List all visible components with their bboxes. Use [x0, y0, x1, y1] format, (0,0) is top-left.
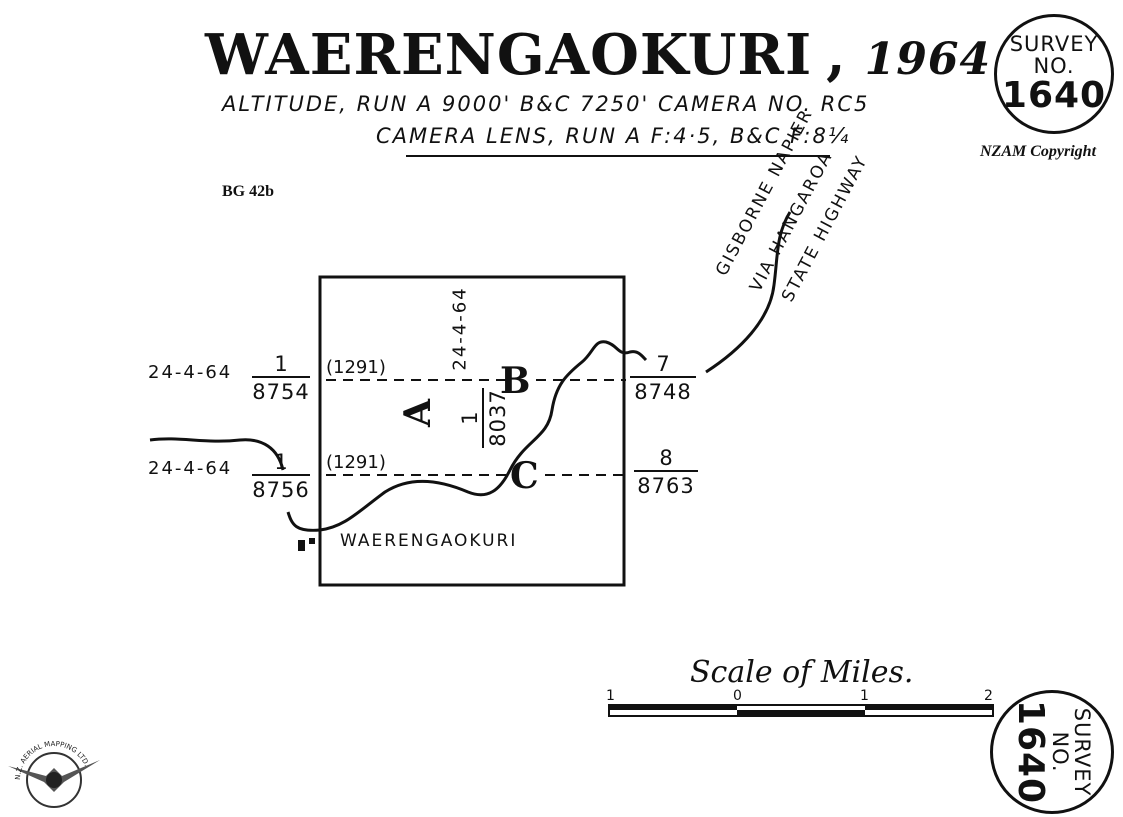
scale-tick-0: 0 [733, 688, 742, 704]
run-c-left-date: 24-4-64 [148, 458, 233, 479]
title-year: 1964 [864, 34, 992, 85]
scale-tick-2: 2 [984, 688, 993, 704]
stamp-bottom-survey: SURVEY [1070, 707, 1094, 797]
survey-stamp-top: SURVEY NO. 1640 [994, 14, 1114, 134]
river-main [286, 340, 648, 532]
altitude-line: ALTITUDE, RUN A 9000' B&C 7250' CAMERA N… [222, 92, 870, 116]
scale-title: Scale of Miles. [690, 655, 914, 690]
run-b-left-date: 24-4-64 [148, 362, 233, 383]
run-a-date: 24-4-64 [449, 286, 471, 371]
survey-mark-1 [298, 540, 305, 551]
stamp-bottom-no: NO. [1048, 731, 1072, 773]
place-label: WAERENGAOKURI [340, 531, 518, 551]
run-a-frac-num: 1 [458, 411, 482, 425]
run-c-right-fraction: 8 8763 [634, 446, 698, 498]
run-b-right-den: 8748 [630, 376, 696, 404]
run-c-left-den: 8756 [252, 474, 310, 502]
copyright-note: NZAM Copyright [980, 143, 1097, 160]
scale-bar-segment-2 [737, 710, 865, 716]
run-a-label: A [396, 399, 439, 427]
stamp-line-no: NO. [1033, 54, 1075, 78]
survey-stamp-bottom: SURVEY NO. 1640 [990, 690, 1114, 814]
aerial-mapping-logo: N.Z. AERIAL MAPPING LTD. [8, 740, 100, 808]
title-separator: , [826, 22, 847, 88]
state-highway-road [705, 211, 792, 374]
scale-bar-segment-3 [865, 705, 993, 710]
run-c-left-num: 1 [274, 450, 288, 474]
scale-tick-1b: 1 [860, 688, 869, 704]
logo-ring [26, 752, 82, 808]
camera-lens-line: CAMERA LENS, RUN A F:4·5, B&C F:8¼ [376, 124, 851, 148]
scale-bar [608, 704, 994, 717]
run-c-paren: (1291) [326, 452, 386, 473]
run-c-label: C [510, 455, 539, 497]
survey-mark-2 [309, 538, 315, 544]
run-b-left-den: 8754 [252, 376, 310, 404]
run-c-right-num: 8 [659, 446, 673, 470]
scale-bar-segment-1 [609, 705, 737, 710]
stamp-bottom-number: 1640 [1010, 699, 1051, 805]
river-west [149, 437, 285, 471]
run-b-left-fraction: 1 8754 [252, 352, 310, 404]
sheet-reference: BG 42b [222, 183, 275, 200]
run-b-label: B [500, 360, 531, 402]
stamp-line-survey: SURVEY [1009, 32, 1099, 56]
title-text: WAERENGAOKURI [205, 22, 813, 88]
header-underline [406, 155, 830, 157]
run-b-left-num: 1 [274, 352, 288, 376]
coverage-box [318, 275, 626, 587]
run-b-right-fraction: 7 8748 [630, 352, 696, 404]
run-c-left-fraction: 1 8756 [252, 450, 310, 502]
scale-tick-1: 1 [606, 688, 615, 704]
run-b-right-num: 7 [656, 352, 670, 376]
map-title: WAERENGAOKURI, 1964 [205, 22, 991, 88]
run-c-right-den: 8763 [634, 470, 698, 498]
stamp-number: 1640 [1001, 75, 1107, 116]
run-b-paren: (1291) [326, 357, 386, 378]
logo-globe [46, 772, 62, 788]
